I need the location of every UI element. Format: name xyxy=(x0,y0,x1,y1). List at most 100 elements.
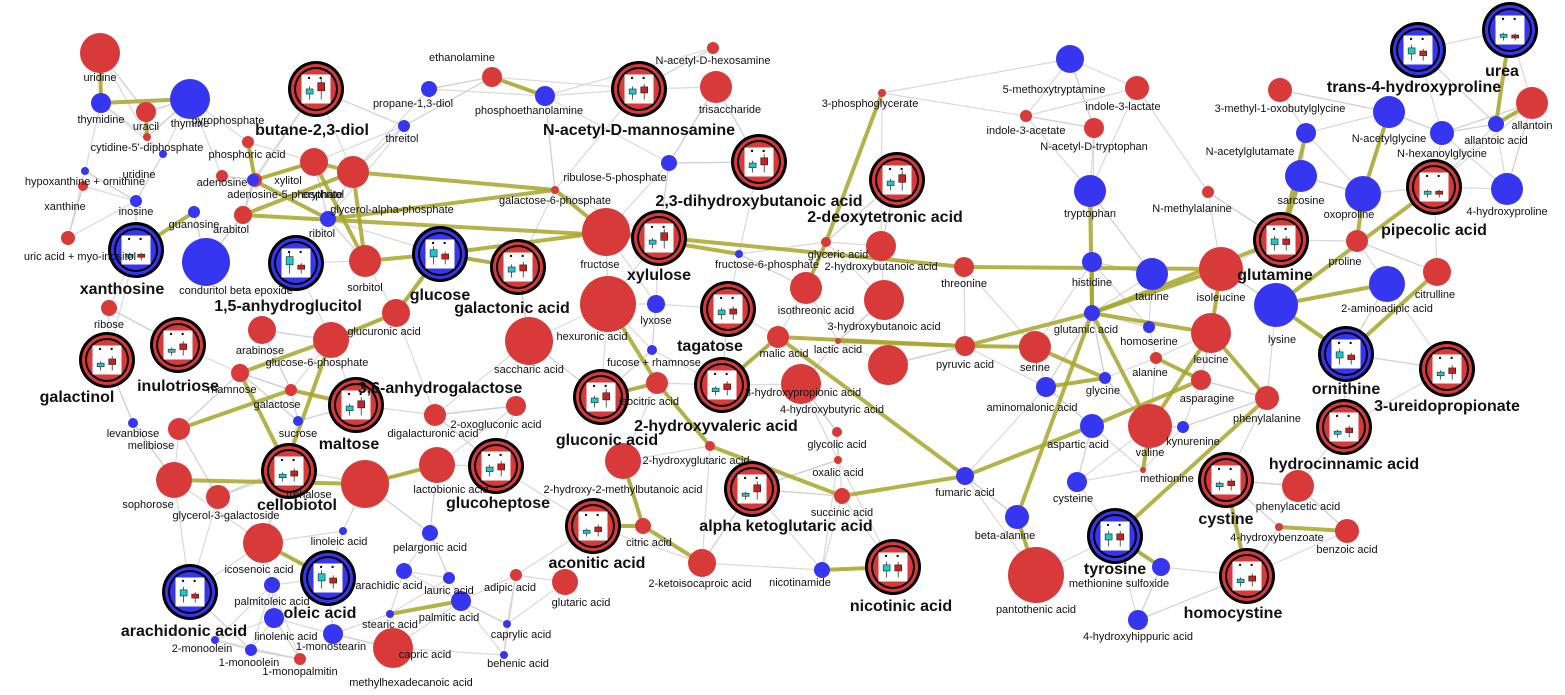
node-trisaccharide[interactable] xyxy=(700,71,732,103)
node-adenosine[interactable] xyxy=(216,170,228,182)
node-sophorose[interactable] xyxy=(156,462,192,498)
node-lauric-acid[interactable] xyxy=(443,572,455,584)
node-cysteine[interactable] xyxy=(1067,472,1087,492)
node-allantoin[interactable] xyxy=(1516,87,1548,119)
node-trehalose[interactable] xyxy=(341,460,389,508)
node-n-hexanoylglycine[interactable] xyxy=(1430,121,1454,145)
node-galactose-6-phosphate[interactable] xyxy=(551,186,559,194)
node-allantoic-acid[interactable] xyxy=(1488,116,1504,132)
node-2-hydroxybutanoic-acid[interactable] xyxy=(866,231,896,261)
node-isocitric-acid[interactable] xyxy=(646,372,668,394)
node-4-hydroxyproline[interactable] xyxy=(1491,173,1523,205)
node-ribulose-5-phosphate[interactable] xyxy=(661,155,677,171)
node-serine[interactable] xyxy=(1019,331,1051,363)
node-citrulline[interactable] xyxy=(1423,258,1451,286)
node-ribose[interactable] xyxy=(101,300,117,316)
node-stearic-acid[interactable] xyxy=(386,610,394,618)
node-2-hydroxy-2-methylbutanoic-acid[interactable] xyxy=(605,443,641,479)
node-proline[interactable] xyxy=(1346,230,1368,252)
node-thymidine[interactable] xyxy=(91,93,111,113)
node-sarcosine[interactable] xyxy=(1285,160,1317,192)
node-linolenic-acid[interactable] xyxy=(264,608,284,628)
node-phosphoethanolamine[interactable] xyxy=(535,86,555,106)
node-palmitoleic-acid[interactable] xyxy=(264,577,280,593)
node-citric-acid[interactable] xyxy=(635,518,651,534)
node-n-acetyl-d-hexosamine[interactable] xyxy=(707,42,719,54)
node-propane-1-3-diol[interactable] xyxy=(421,81,437,97)
node-3-hydroxybutanoic-acid[interactable] xyxy=(864,280,904,320)
node-5-methoxytryptamine[interactable] xyxy=(1056,45,1084,73)
node-lysine[interactable] xyxy=(1254,283,1298,327)
node-guanosine[interactable] xyxy=(188,206,200,218)
node-levanbiose[interactable] xyxy=(128,418,138,428)
node-ethanolamine[interactable] xyxy=(482,67,502,87)
node-lyxose[interactable] xyxy=(647,295,665,313)
node-n-acetyl-d-tryptophan[interactable] xyxy=(1084,118,1104,138)
node-indole-3-lactate[interactable] xyxy=(1125,76,1149,100)
node-glucuronic-acid[interactable] xyxy=(382,299,410,327)
node-pyruvic-acid[interactable] xyxy=(955,336,975,356)
node-aspartic-acid[interactable] xyxy=(1080,414,1104,438)
node-succinic-acid[interactable] xyxy=(834,488,850,504)
node-isoleucine[interactable] xyxy=(1199,247,1243,291)
node-taurine[interactable] xyxy=(1136,258,1168,290)
node-linoleic-acid[interactable] xyxy=(339,527,347,535)
node-n-methylalanine[interactable] xyxy=(1202,186,1214,198)
node-arabinose[interactable] xyxy=(248,316,276,344)
node-valine[interactable] xyxy=(1128,404,1172,448)
node-glycine[interactable] xyxy=(1099,372,1111,384)
hub-2-hydroxyvaleric-acid[interactable] xyxy=(694,357,750,413)
node-behenic-acid[interactable] xyxy=(500,651,508,659)
node-2-oxogluconic-acid[interactable] xyxy=(506,396,526,416)
node-alanine[interactable] xyxy=(1150,352,1162,364)
node-conduritol-beta-epoxide[interactable] xyxy=(182,238,230,286)
node-histidine[interactable] xyxy=(1082,252,1102,272)
node-asparagine[interactable] xyxy=(1191,370,1211,390)
node-adenosine-5-phosphate[interactable] xyxy=(247,174,259,186)
node-glucose-6-phosphate[interactable] xyxy=(313,322,349,358)
hub-maltose[interactable] xyxy=(261,443,317,499)
hub-butane-2-3-diol[interactable] xyxy=(288,61,344,117)
node-icosenoic-acid[interactable] xyxy=(243,523,283,563)
node-4-hydroxyhippuric-acid[interactable] xyxy=(1128,610,1148,630)
node-glycerol-3-galactoside[interactable] xyxy=(206,485,230,509)
node-glyceric-acid[interactable] xyxy=(821,237,831,247)
node-uridine[interactable] xyxy=(80,33,120,73)
node-3-hydroxypropionic-acid[interactable] xyxy=(781,364,821,404)
node-arabitol[interactable] xyxy=(234,206,252,224)
node-adipic-acid[interactable] xyxy=(510,569,522,581)
hub-ornithine[interactable] xyxy=(1318,326,1374,382)
node-rhamnose[interactable] xyxy=(231,364,249,382)
node-thymine[interactable] xyxy=(170,79,210,119)
hub-xanthosine[interactable] xyxy=(108,222,164,278)
node-2-monoolein[interactable] xyxy=(211,636,219,644)
hub-glucoheptose[interactable] xyxy=(468,438,524,494)
node-1-monostearin[interactable] xyxy=(323,624,343,644)
node-oxalic-acid[interactable] xyxy=(834,456,842,464)
node-benzoic-acid[interactable] xyxy=(1335,519,1359,543)
hub-3-ureidopropionate[interactable] xyxy=(1419,341,1475,397)
node-melibiose[interactable] xyxy=(168,418,190,440)
node-3-methyl-1-oxobutylglycine[interactable] xyxy=(1268,78,1292,102)
node-capric-acid[interactable] xyxy=(373,628,413,668)
node-palmitic-acid[interactable] xyxy=(451,591,471,611)
node-uracil[interactable] xyxy=(136,102,156,122)
node-uric-acid-myo-inositol[interactable] xyxy=(61,231,75,245)
hub-3-6-anhydrogalactose[interactable] xyxy=(328,377,384,433)
node-lactobionic-acid[interactable] xyxy=(419,447,455,483)
node-fructose[interactable] xyxy=(582,208,630,256)
node-beta-alanine[interactable] xyxy=(1005,505,1029,529)
hub-galactonic-acid[interactable] xyxy=(490,239,546,295)
hub-nicotinic-acid[interactable] xyxy=(865,539,921,595)
node-nicotinamide[interactable] xyxy=(814,562,830,578)
hub-glutamine[interactable] xyxy=(1253,212,1309,268)
node-n-acetylglutamate[interactable] xyxy=(1296,123,1316,143)
node-fumaric-acid[interactable] xyxy=(956,467,974,485)
node-xylitol[interactable] xyxy=(300,148,328,176)
node-phenylacetic-acid[interactable] xyxy=(1282,470,1314,502)
hub-2-deoxytetronic-acid[interactable] xyxy=(869,152,925,208)
hub-xylulose[interactable] xyxy=(631,210,687,266)
node-sorbitol[interactable] xyxy=(349,245,381,277)
node-xanthine[interactable] xyxy=(78,181,88,191)
node-n-acetylglycine[interactable] xyxy=(1373,96,1405,128)
